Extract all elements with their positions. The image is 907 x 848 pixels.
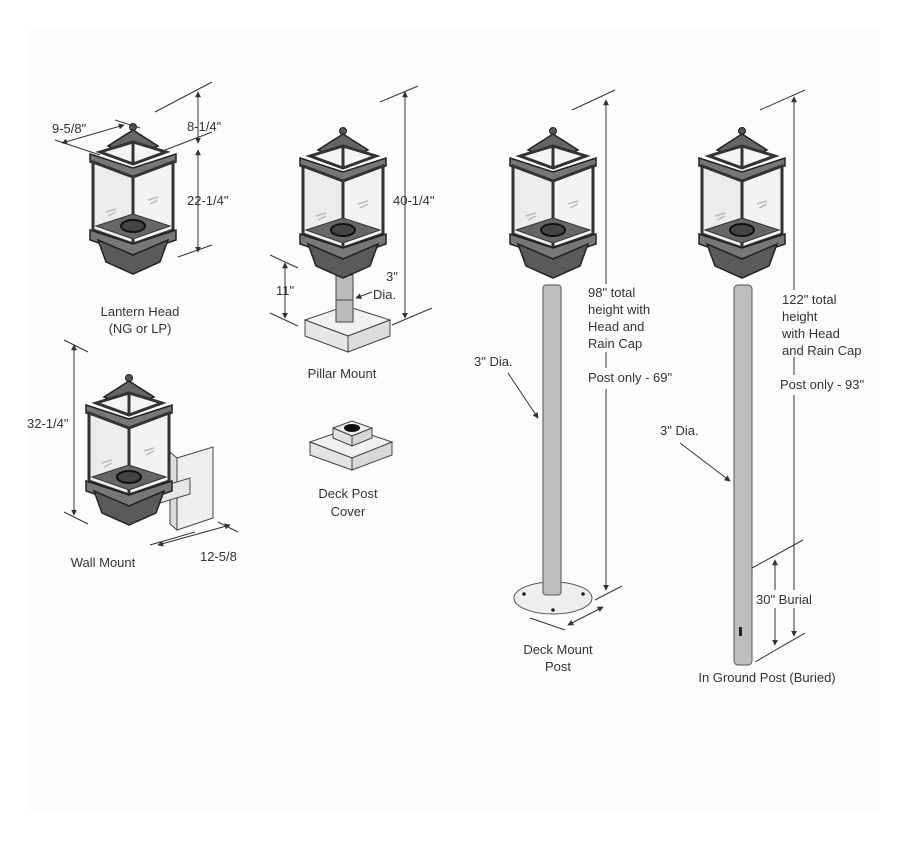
deck-post-only-label: Post only - 69": [588, 370, 672, 385]
in-ground-lantern-drawing: [699, 128, 785, 279]
deck-total-line4: Rain Cap: [588, 336, 642, 351]
in-ground-total-line1: 122" total: [782, 292, 837, 307]
wall-height-label: 32-1/4": [27, 416, 69, 431]
lantern-head-figure: 9-5/8" 8-1/4" 22-1/4" Lantern Head (NG o…: [52, 81, 229, 336]
deck-mount-post-figure: 98" total height with Head and Rain Cap …: [474, 89, 672, 674]
body-height-label: 22-1/4": [187, 193, 229, 208]
pillar-dia-label: Dia.: [373, 287, 396, 302]
wall-mount-figure: 32-1/4" 12-5/8 Wall Mount: [27, 339, 239, 570]
deck-total-line1: 98" total: [588, 285, 635, 300]
in-ground-post-title: In Ground Post (Buried): [698, 670, 835, 685]
pillar-total-height-label: 40-1/4": [393, 193, 435, 208]
in-ground-post-only-label: Post only - 93": [780, 377, 864, 392]
deck-total-line2: height with: [588, 302, 650, 317]
pillar-mount-title: Pillar Mount: [308, 366, 377, 381]
wall-depth-label: 12-5/8: [200, 549, 237, 564]
deck-total-line3: Head and: [588, 319, 644, 334]
deck-mount-post-subtitle: Post: [545, 659, 571, 674]
wall-mount-title: Wall Mount: [71, 555, 136, 570]
deck-post-cover-subtitle: Cover: [331, 504, 366, 519]
lantern-head-subtitle: (NG or LP): [109, 321, 172, 336]
pillar-mount-figure: 40-1/4" 11" 3" Dia. Pillar Mount: [269, 85, 435, 381]
lantern-head-drawing: [90, 124, 176, 275]
in-ground-dia-label: 3" Dia.: [660, 423, 699, 438]
burial-depth-label: 30" Burial: [756, 592, 812, 607]
pillar-post-height-label: 11": [276, 283, 294, 298]
wall-lantern-drawing: [86, 375, 172, 526]
deck-post-cover-title: Deck Post: [318, 486, 378, 501]
in-ground-total-line3: with Head: [781, 326, 840, 341]
deck-dia-label: 3" Dia.: [474, 354, 513, 369]
deck-mount-post-title: Deck Mount: [523, 642, 593, 657]
in-ground-post-figure: 122" total height with Head and Rain Cap…: [660, 89, 880, 685]
pillar-lantern-drawing: [300, 128, 386, 279]
cap-height-label: 8-1/4": [187, 119, 222, 134]
lantern-head-title: Lantern Head: [101, 304, 180, 319]
lantern-width-label: 9-5/8": [52, 121, 87, 136]
in-ground-total-line4: and Rain Cap: [782, 343, 862, 358]
deck-lantern-drawing: [510, 128, 596, 279]
in-ground-total-line2: height: [782, 309, 818, 324]
pillar-dia-value: 3": [386, 269, 398, 284]
deck-post-cover-figure: Deck Post Cover: [308, 420, 394, 519]
